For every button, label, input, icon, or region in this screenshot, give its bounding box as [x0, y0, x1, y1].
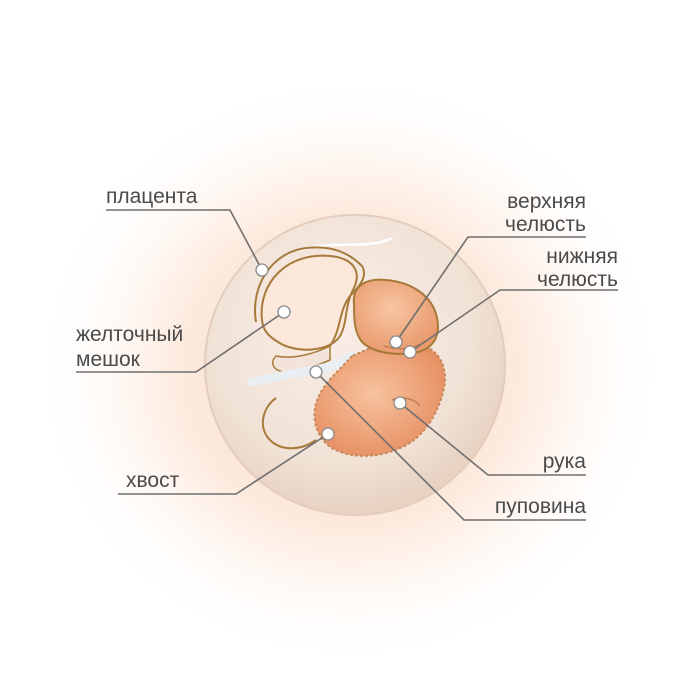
label-lower-jaw: нижняя челюсть [537, 246, 618, 290]
leader-lower-jaw [409, 289, 618, 353]
jaw-detail [383, 343, 421, 350]
embryo-head [352, 278, 439, 355]
label-umbilical-cord-text: пуповина [494, 495, 586, 518]
leader-placenta [106, 209, 263, 271]
leader-arm [399, 402, 586, 476]
placenta-outline [254, 246, 366, 347]
pointer-dots [255, 263, 417, 441]
dot-umbilical-cord [309, 365, 323, 379]
dot-lower-jaw [403, 345, 417, 359]
dot-arm [393, 396, 407, 410]
label-placenta-text: плацента [106, 185, 198, 208]
label-placenta: плацента [106, 186, 197, 207]
label-yolk-sac-line1: желточный [76, 323, 184, 346]
leader-umbilical-cord [315, 371, 586, 521]
label-arm: рука [543, 451, 586, 472]
cord-highlight [247, 351, 357, 387]
label-lower-jaw-line1: нижняя [546, 245, 618, 268]
label-lower-jaw-line2: челюсть [537, 268, 618, 291]
label-umbilical-cord: пуповина [495, 496, 586, 517]
dot-tail [321, 427, 335, 441]
tail-outline [261, 397, 317, 450]
label-tail: хвост [126, 470, 179, 491]
label-upper-jaw-line1: верхняя [507, 190, 586, 213]
label-upper-jaw-line2: челюсть [505, 213, 586, 236]
label-yolk-sac-line2: мешок [76, 348, 140, 371]
dot-upper-jaw [389, 335, 403, 349]
label-yolk-sac: желточный мешок [76, 324, 183, 370]
label-tail-text: хвост [126, 469, 180, 492]
dot-placenta [255, 263, 269, 277]
leader-yolk-sac [76, 311, 285, 373]
leader-tail [118, 433, 329, 495]
leader-upper-jaw [395, 236, 586, 343]
embryo-body [313, 342, 446, 457]
dot-yolk-sac [277, 305, 291, 319]
label-arm-text: рука [542, 450, 586, 473]
label-upper-jaw: верхняя челюсть [505, 191, 586, 235]
yolk-sac-shape [260, 254, 358, 351]
leader-lines [76, 209, 618, 521]
